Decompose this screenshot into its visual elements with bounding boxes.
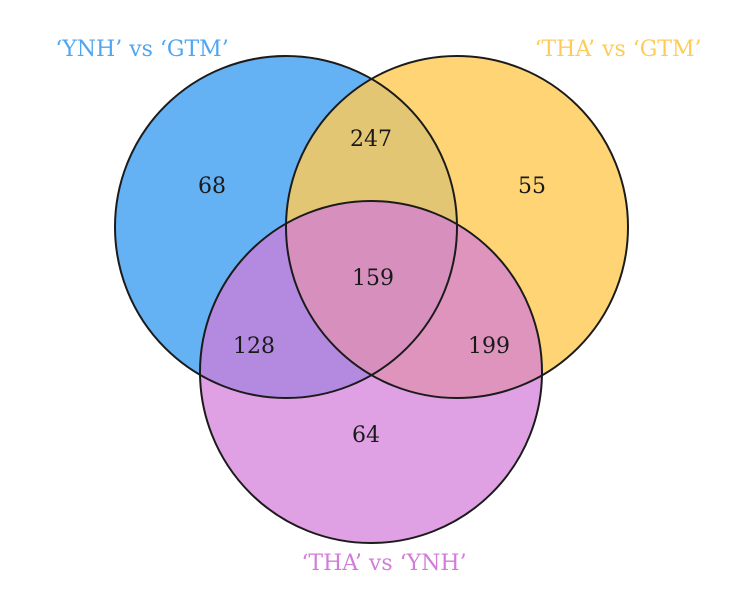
set-a-outline (114, 55, 458, 399)
count-ab: 247 (350, 127, 392, 152)
count-b-only: 55 (518, 174, 546, 199)
set-c-label: ‘THA’ vs ‘YNH’ (301, 551, 466, 576)
set-a-label: ‘YNH’ vs ‘GTM’ (55, 37, 228, 62)
count-ac: 128 (233, 334, 275, 359)
count-abc: 159 (352, 266, 394, 291)
count-a-only: 68 (198, 174, 226, 199)
set-c-circle (200, 201, 542, 543)
set-b-label: ‘THA’ vs ‘GTM’ (535, 37, 702, 62)
set-b-outline (285, 55, 629, 399)
count-bc: 199 (468, 334, 510, 359)
count-c-only: 64 (352, 423, 380, 448)
set-c-outline (199, 200, 543, 544)
